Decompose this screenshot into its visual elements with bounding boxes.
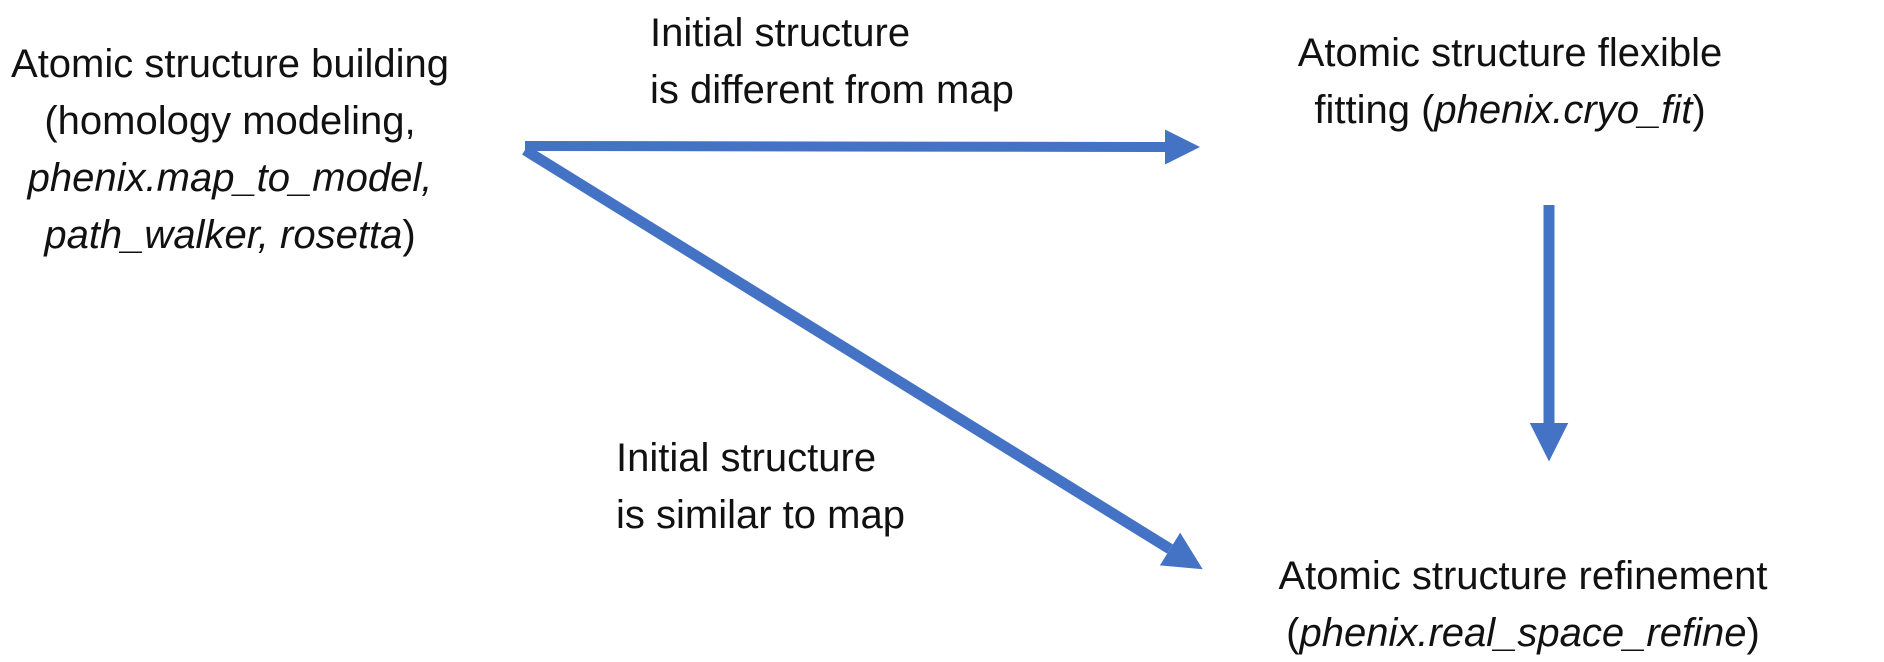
node-fitting-line2-close-paren: ) (1692, 88, 1706, 132)
node-fitting-line2-tool: phenix.cryo_fit (1434, 88, 1693, 132)
node-fitting-line1: Atomic structure flexible (1297, 31, 1723, 75)
node-refinement-line2-open-paren: ( (1286, 611, 1300, 655)
arrow-building-to-refinement (522, 145, 1203, 570)
label-different-line2: is different from map (650, 68, 1014, 112)
node-building-line3: phenix.map_to_model, (0, 150, 460, 207)
arrow-label-similar-to-map: Initial structure is similar to map (616, 430, 905, 544)
node-building-line2: (homology modeling, (44, 99, 416, 143)
node-building-line4-close-paren: ) (402, 213, 416, 257)
arrow-building-to-fitting (524, 129, 1200, 165)
node-building-line4-tools: path_walker, rosetta (44, 213, 403, 257)
label-different-line1: Initial structure (650, 11, 911, 55)
node-building-line4: path_walker, rosetta) (0, 207, 460, 264)
node-fitting-line2: fitting (phenix.cryo_fit) (1270, 82, 1750, 139)
node-refinement-line1: Atomic structure refinement (1278, 554, 1768, 598)
node-refinement-line2-close-paren: ) (1746, 611, 1760, 655)
node-atomic-structure-building: Atomic structure building (homology mode… (0, 36, 460, 264)
label-similar-line1: Initial structure (616, 436, 877, 480)
node-atomic-structure-refinement: Atomic structure refinement (phenix.real… (1253, 548, 1793, 662)
node-building-line3-tool: phenix.map_to_model, (27, 156, 433, 200)
node-fitting-line2-prefix: fitting ( (1314, 88, 1435, 132)
node-atomic-structure-flexible-fitting: Atomic structure flexible fitting (pheni… (1270, 25, 1750, 139)
arrow-label-different-from-map: Initial structure is different from map (650, 5, 1014, 119)
label-similar-line2: is similar to map (616, 493, 905, 537)
node-refinement-line2-tool: phenix.real_space_refine (1299, 611, 1747, 655)
node-refinement-line2: (phenix.real_space_refine) (1253, 605, 1793, 662)
node-building-line1: Atomic structure building (11, 42, 449, 86)
